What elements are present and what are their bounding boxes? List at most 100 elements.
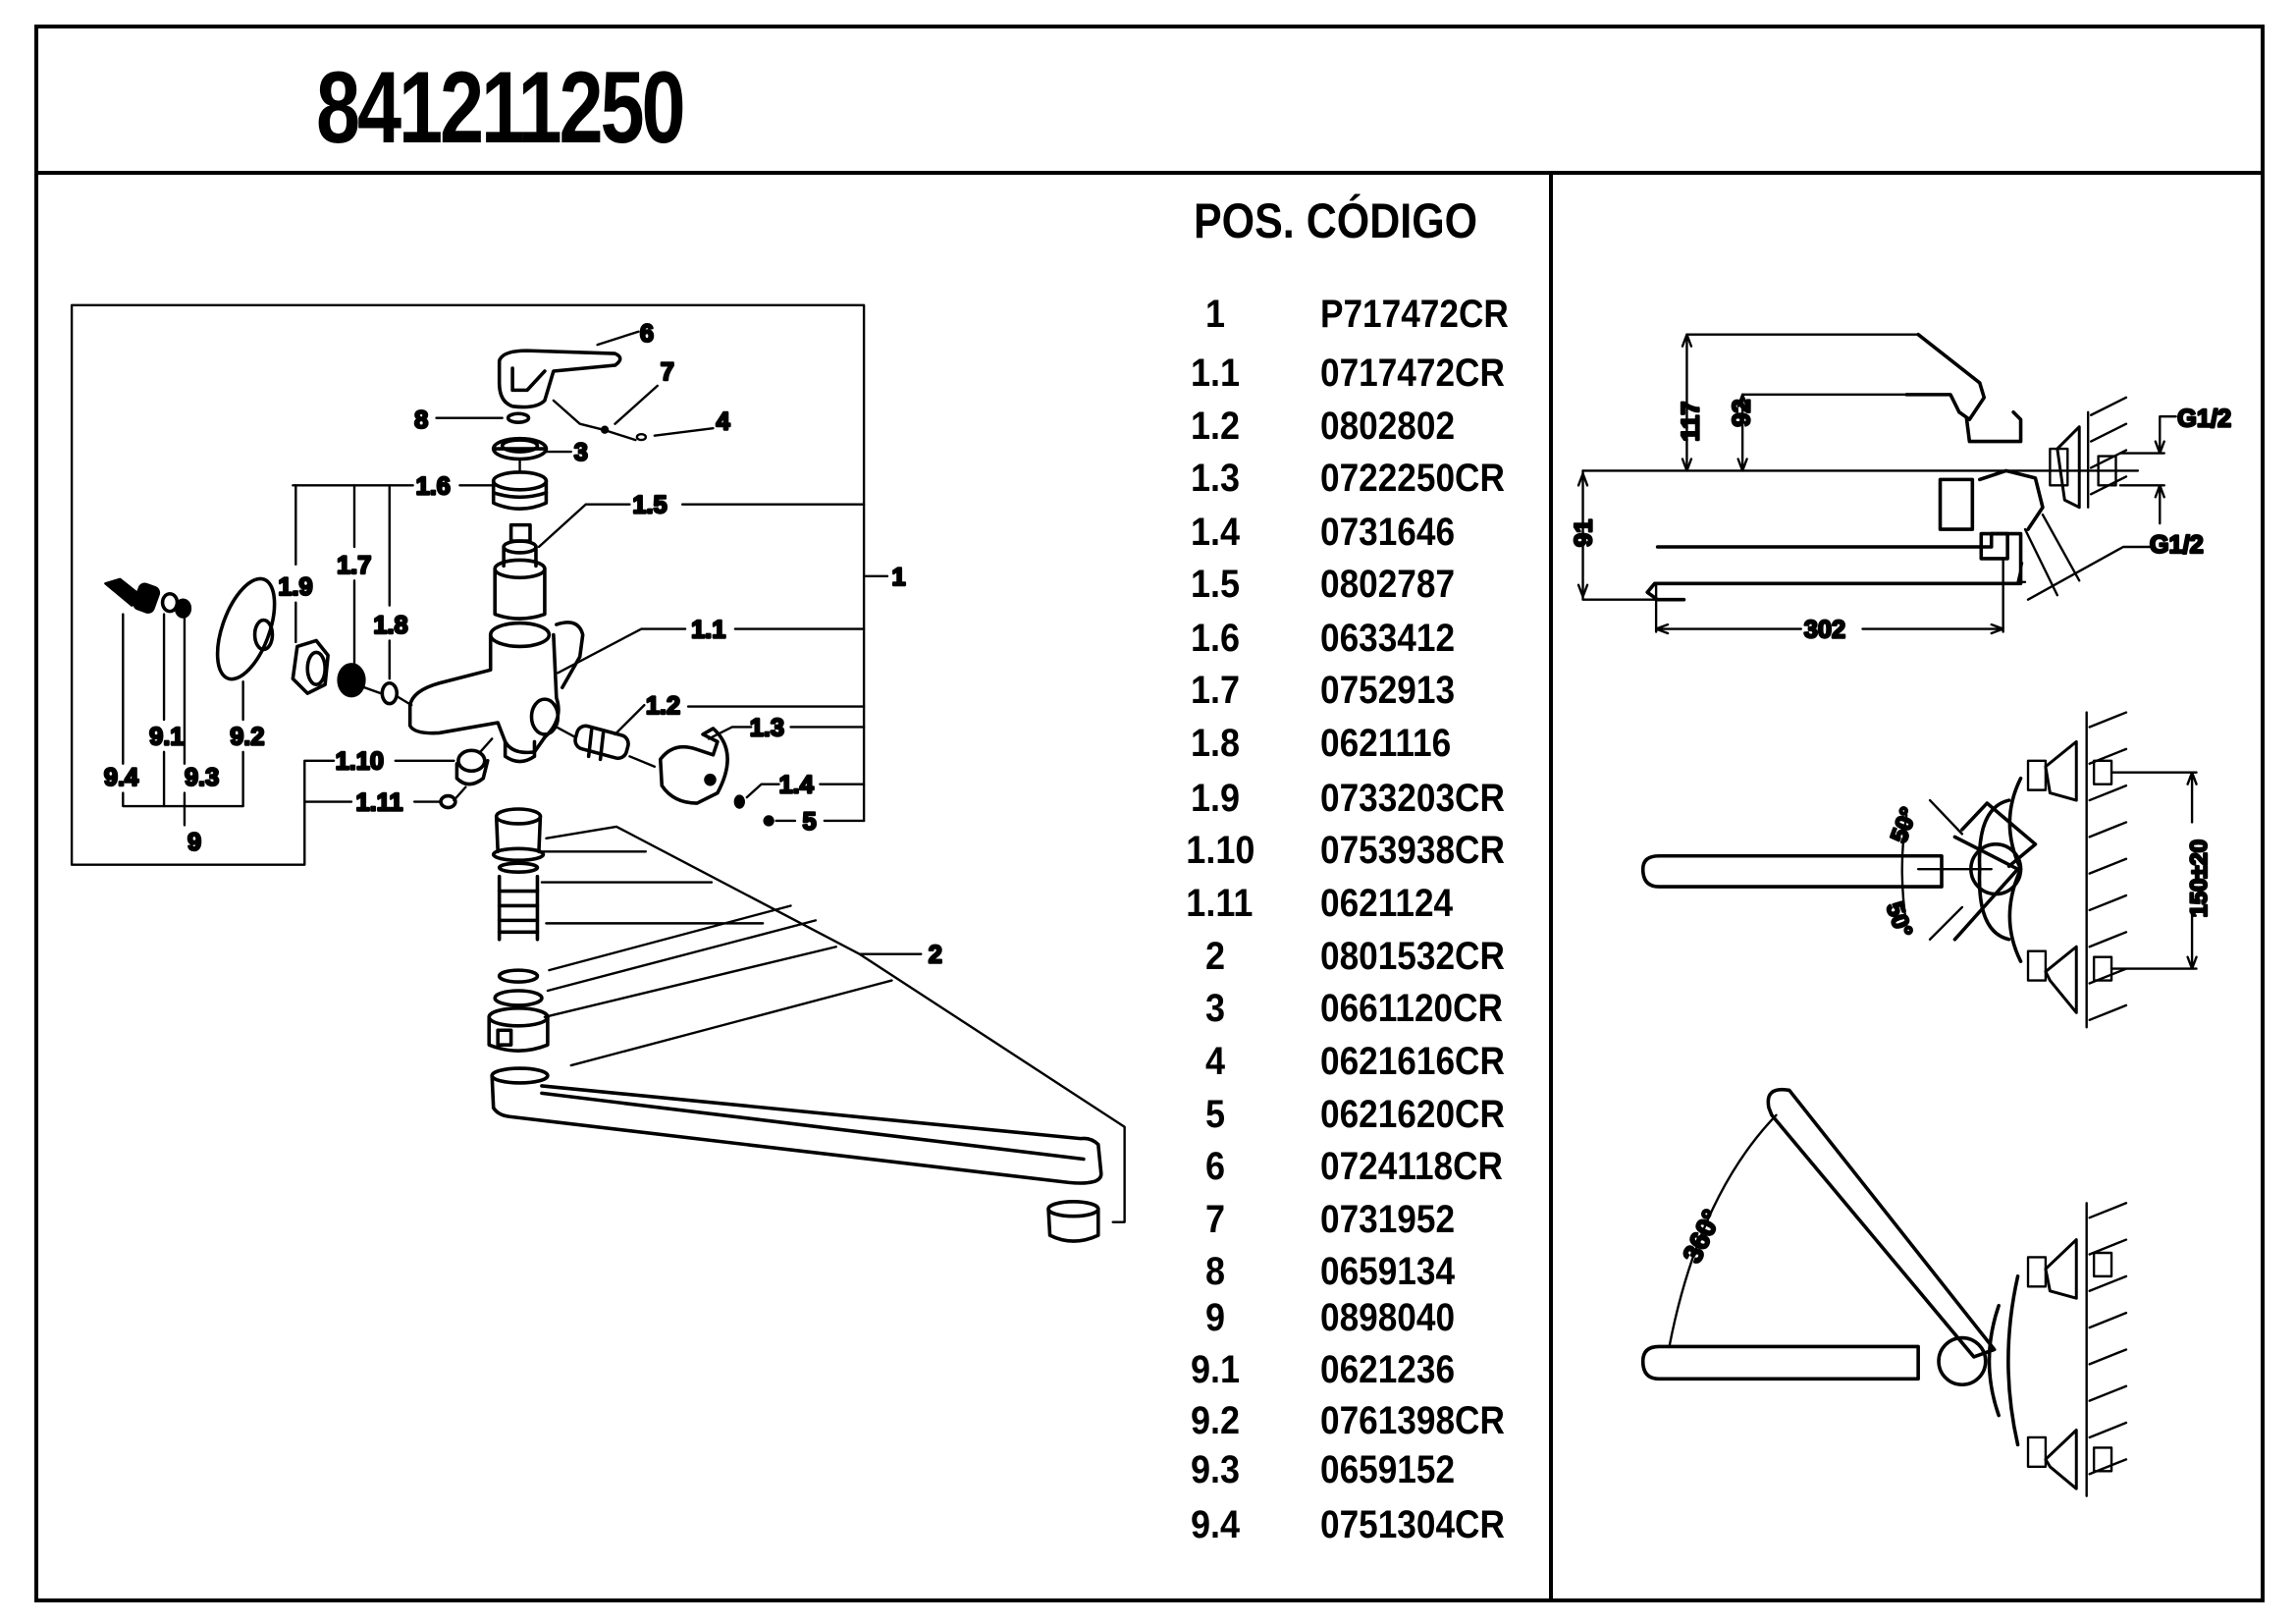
drawing-border bbox=[34, 25, 2265, 1602]
part-code: 0621616CR bbox=[1320, 1040, 1505, 1083]
part-code: 0659152 bbox=[1320, 1448, 1456, 1491]
dimension-91: 91 bbox=[1570, 519, 1597, 547]
callout-1-3: 1.3 bbox=[750, 714, 784, 741]
callout-2: 2 bbox=[929, 942, 942, 969]
callout-1-2: 1.2 bbox=[646, 692, 680, 720]
callout-1: 1 bbox=[891, 564, 905, 591]
part-code: 0722250CR bbox=[1320, 457, 1505, 500]
callout-8: 8 bbox=[414, 406, 428, 434]
part-code: 0659134 bbox=[1320, 1250, 1456, 1293]
callout-5: 5 bbox=[802, 808, 816, 836]
leader-1-3 bbox=[707, 726, 866, 740]
nut-1-9 bbox=[291, 638, 330, 695]
callout-9-4: 9.4 bbox=[104, 764, 138, 791]
callout-9-3: 9.3 bbox=[185, 764, 219, 791]
spout-coupling-parts bbox=[487, 807, 550, 1053]
part-position: 1.3 bbox=[1190, 457, 1241, 500]
parts-list-header: POS. CÓDIGO bbox=[1194, 193, 1478, 248]
parts-list-row: 4 0621616CR bbox=[0, 1040, 1541, 1083]
part-position: 4 bbox=[1204, 1040, 1226, 1083]
part-code: 0724118CR bbox=[1320, 1145, 1503, 1188]
part-code: 0802802 bbox=[1320, 405, 1456, 448]
part-code: 0761398CR bbox=[1320, 1399, 1505, 1442]
exploded-view-frame bbox=[70, 303, 866, 866]
title-divider bbox=[34, 171, 2261, 175]
leader-6 bbox=[596, 330, 640, 347]
dimension-302: 302 bbox=[1804, 616, 1845, 643]
part-position: 1.1 bbox=[1190, 352, 1241, 395]
part-code: 0621236 bbox=[1320, 1348, 1456, 1391]
leader-1-2 bbox=[614, 703, 866, 736]
callout-1-4: 1.4 bbox=[779, 772, 814, 799]
leader-2-aerator bbox=[858, 952, 1126, 1223]
angle-label-down: 50° bbox=[1881, 898, 1918, 941]
part-code: P717472CR bbox=[1320, 293, 1509, 336]
callout-1-10: 1.10 bbox=[336, 748, 384, 776]
callout-1-7: 1.7 bbox=[337, 552, 371, 579]
parts-list-row: 9.2 0761398CR bbox=[0, 1399, 1541, 1442]
thread-size-top: G1/2 bbox=[2177, 406, 2231, 433]
part-code: 0661120CR bbox=[1320, 987, 1503, 1030]
cap-4 bbox=[635, 432, 648, 442]
callout-3: 3 bbox=[574, 439, 588, 466]
valve-1-2 bbox=[573, 724, 630, 762]
callout-9: 9 bbox=[187, 829, 201, 856]
thread-size-bottom: G1/2 bbox=[2150, 531, 2204, 559]
part-position: 1.7 bbox=[1190, 669, 1241, 712]
cartridge-1-5 bbox=[493, 522, 547, 621]
callout-7: 7 bbox=[661, 358, 674, 386]
part-code: 0621124 bbox=[1320, 882, 1454, 925]
leader-1-1 bbox=[557, 627, 866, 675]
parts-list-row: 9.1 0621236 bbox=[0, 1348, 1541, 1391]
product-code-title: 841211250 bbox=[316, 51, 686, 165]
diverter-1-10 bbox=[454, 748, 490, 786]
part-position: 9.1 bbox=[1190, 1348, 1241, 1391]
spacing-dimension: 150±20 bbox=[2186, 839, 2213, 917]
spout-2 bbox=[490, 1066, 1103, 1185]
callout-1-5: 1.5 bbox=[632, 492, 667, 519]
rotation-view-drawing: 360° bbox=[1640, 1087, 2128, 1497]
cover-ring-3 bbox=[491, 436, 549, 461]
lever-handle bbox=[497, 349, 622, 409]
dimension-117: 117 bbox=[1677, 402, 1704, 442]
eccentric-set-9 bbox=[104, 576, 277, 681]
parts-list-row: 1.3 0722250CR bbox=[0, 457, 1541, 500]
callout-1-1: 1.1 bbox=[691, 616, 725, 643]
part-position: 1.4 bbox=[1190, 511, 1241, 554]
knob-1-3 bbox=[658, 727, 729, 805]
part-position: 1.11 bbox=[1186, 882, 1254, 925]
washer-5 bbox=[763, 815, 774, 827]
screw-1-4 bbox=[733, 794, 745, 809]
o-ring-1-8 bbox=[380, 680, 400, 706]
callout-9-1: 9.1 bbox=[149, 723, 184, 750]
part-position: 9.2 bbox=[1190, 1399, 1241, 1442]
part-position: 9 bbox=[1204, 1296, 1226, 1339]
rotation-angle-label: 360° bbox=[1678, 1205, 1728, 1267]
part-code: 0717472CR bbox=[1320, 352, 1505, 395]
callout-1-11: 1.11 bbox=[355, 789, 402, 817]
part-position: 1 bbox=[1204, 293, 1226, 336]
part-position: 1.10 bbox=[1186, 829, 1255, 872]
part-code: 0633412 bbox=[1320, 617, 1456, 660]
part-position: 1.8 bbox=[1190, 722, 1241, 765]
part-position: 1.5 bbox=[1190, 563, 1241, 606]
parts-list-row: 1.8 0621116 bbox=[0, 722, 1541, 765]
parts-list-row: 1.11 0621124 bbox=[0, 882, 1541, 925]
part-8-disc bbox=[506, 411, 531, 424]
leader-1-5 bbox=[537, 503, 866, 549]
part-code: 0621116 bbox=[1320, 722, 1452, 765]
dimension-92: 92 bbox=[1729, 399, 1756, 426]
